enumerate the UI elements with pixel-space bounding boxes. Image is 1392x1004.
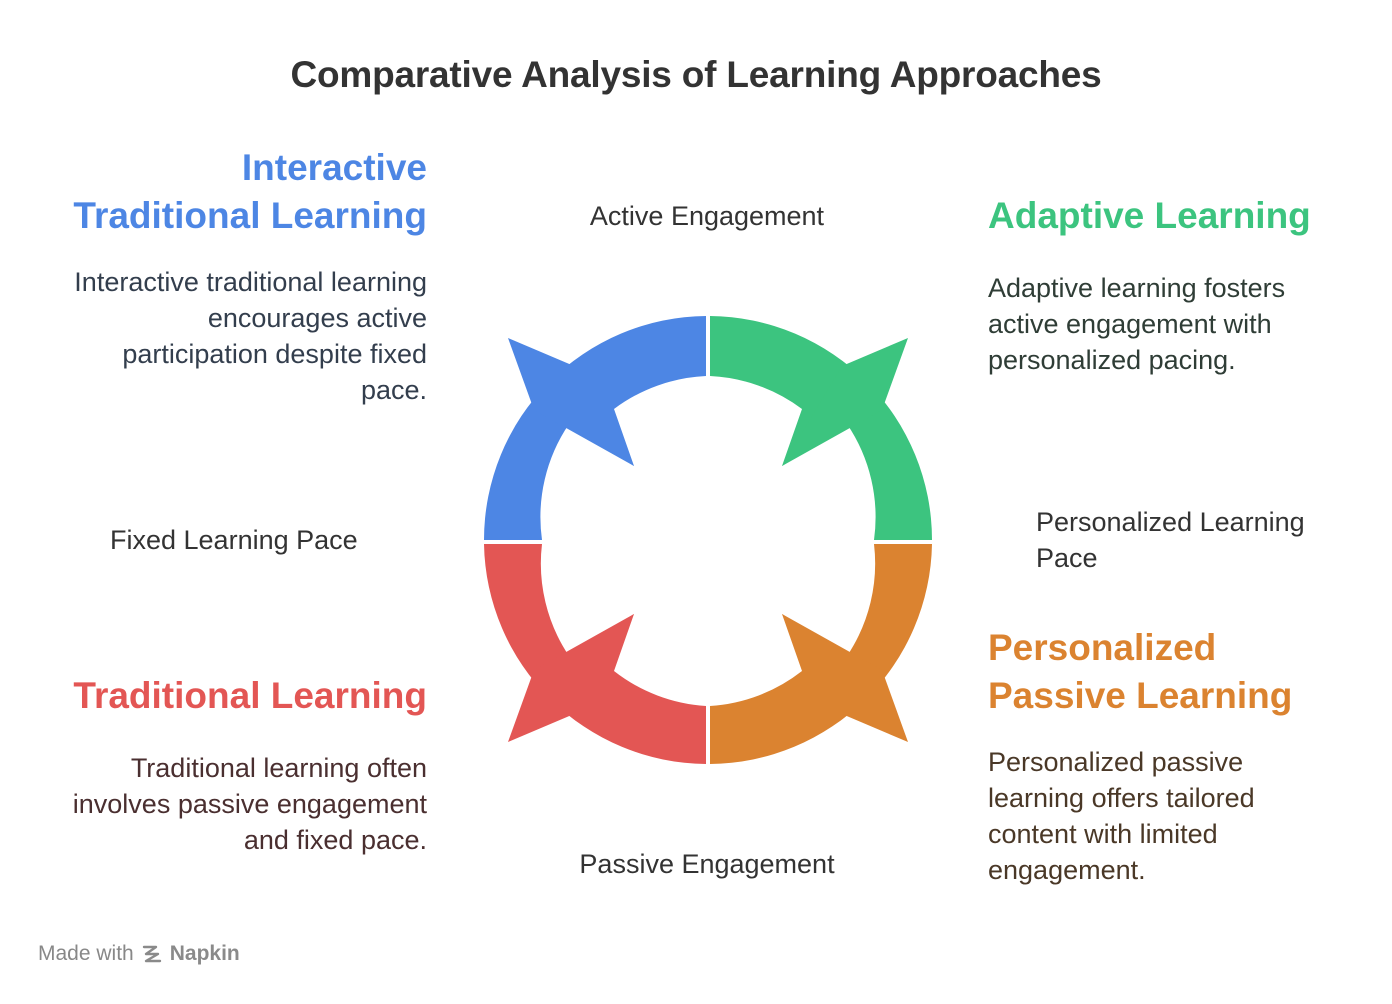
quadrant-description-top-left: Interactive traditional learning encoura… [74, 267, 427, 405]
footer-brand: Napkin [169, 942, 240, 965]
napkin-logo-icon [142, 945, 161, 963]
footer-made-with: Made with [38, 942, 134, 965]
quadrant-heading-bottom-right-line2: Passive Learning [988, 675, 1293, 716]
quadrant-top-left: Interactive Traditional Learning [20, 144, 427, 240]
cycle-arrowhead-bottom-left [508, 614, 634, 742]
footer-attribution[interactable]: Made with Napkin [38, 942, 240, 966]
quadrant-bottom-right: Personalized Passive Learning [988, 624, 1368, 720]
quadrant-heading-bottom-right-line1: Personalized [988, 627, 1217, 668]
axis-label-left: Fixed Learning Pace [110, 525, 358, 555]
cycle-arrowhead-bottom-right [782, 614, 908, 742]
cycle-diagram [484, 316, 932, 764]
axis-label-bottom: Passive Engagement [579, 849, 835, 879]
cycle-arrowhead-top-right [782, 338, 908, 466]
axis-label-top: Active Engagement [589, 201, 825, 231]
cycle-arrowhead-top-left [508, 338, 634, 466]
quadrant-description-bottom-left: Traditional learning often involves pass… [72, 753, 427, 855]
page-title: Comparative Analysis of Learning Approac… [290, 54, 1102, 95]
quadrant-heading-top-right: Adaptive Learning [988, 195, 1311, 236]
quadrant-description-bottom-right: Personalized passive learning offers tai… [988, 747, 1255, 885]
axis-label-right: Personalized Learning Pace [1036, 507, 1305, 573]
quadrant-heading-top-left-line1: Interactive [241, 147, 427, 188]
quadrant-heading-bottom-left: Traditional Learning [73, 675, 427, 716]
quadrant-description-top-right: Adaptive learning fosters active engagem… [988, 273, 1286, 375]
quadrant-heading-top-left-line2: Traditional Learning [73, 195, 427, 236]
